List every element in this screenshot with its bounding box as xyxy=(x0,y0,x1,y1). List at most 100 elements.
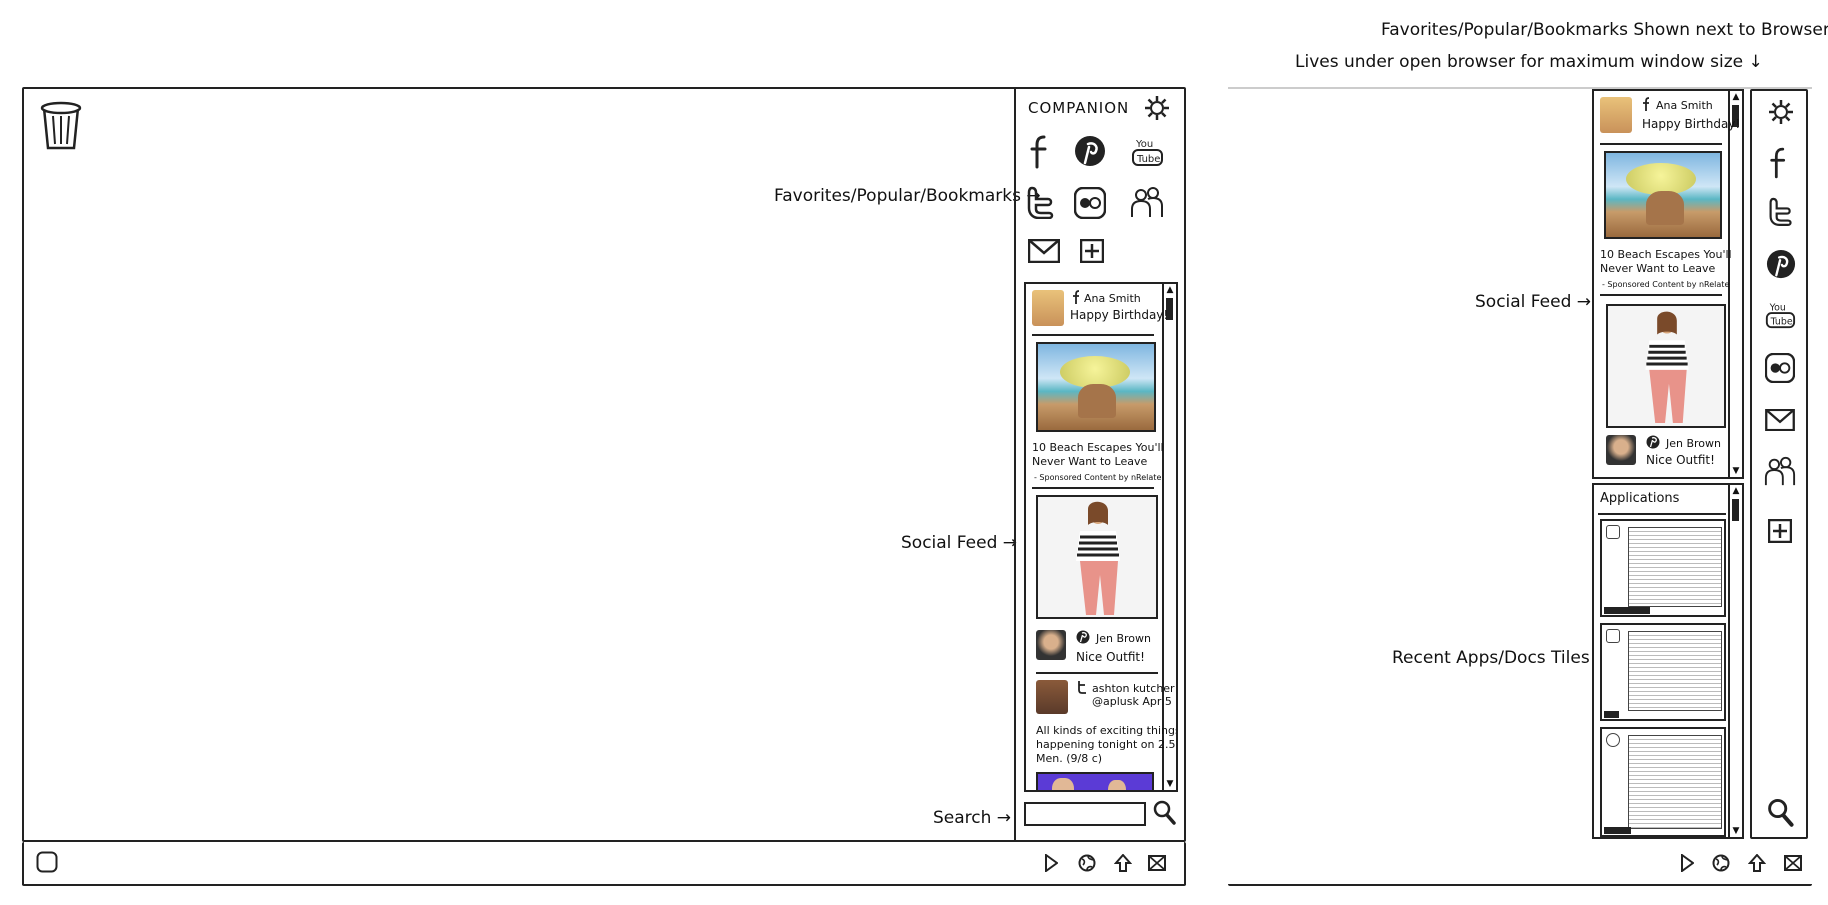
play-icon[interactable] xyxy=(1680,854,1694,872)
avatar xyxy=(1600,97,1632,133)
scroll-down-icon[interactable]: ▼ xyxy=(1166,779,1174,789)
divider xyxy=(1600,294,1722,296)
scroll-up-icon[interactable]: ▲ xyxy=(1166,285,1174,295)
scroll-down-icon[interactable]: ▼ xyxy=(1732,466,1740,476)
play-icon[interactable] xyxy=(1044,854,1058,872)
flickr-icon[interactable] xyxy=(1074,187,1106,219)
svg-text:You: You xyxy=(1135,139,1153,150)
scroll-thumb[interactable] xyxy=(1166,298,1173,320)
feed-scrollbar[interactable]: ▲ ▼ xyxy=(1162,284,1176,790)
companion-sidebar-2: ▲ ▼ Ana Smith Happy Birthday! 10 Beach E… xyxy=(1590,89,1746,839)
sponsored-photo[interactable] xyxy=(1604,151,1722,239)
apps-scrollbar[interactable]: ▲ ▼ xyxy=(1728,485,1742,837)
post-message: Happy Birthday! xyxy=(1070,308,1169,322)
svg-text:You: You xyxy=(1769,302,1786,313)
pinterest-icon xyxy=(1076,630,1090,644)
divider xyxy=(1600,143,1722,145)
pinterest-icon[interactable] xyxy=(1074,135,1106,167)
mail-icon[interactable] xyxy=(1148,855,1166,871)
people-icon[interactable] xyxy=(1764,455,1796,487)
post-text-line1: All kinds of exciting things xyxy=(1036,724,1178,737)
divider xyxy=(1032,334,1154,336)
sponsored-title-line2: Never Want to Leave xyxy=(1600,262,1716,275)
post-message: Nice Outfit! xyxy=(1646,453,1715,467)
desktop-window-2 xyxy=(1228,87,1812,89)
sponsored-title-line1: 10 Beach Escapes You'll xyxy=(1032,441,1164,454)
people-icon[interactable] xyxy=(1130,185,1164,219)
annotation-favorites: Favorites/Popular/Bookmarks → xyxy=(774,186,1041,206)
companion-title: COMPANION xyxy=(1028,99,1130,117)
post-message: Happy Birthday! xyxy=(1642,117,1741,131)
desktop-window xyxy=(22,87,1186,842)
start-button-icon[interactable] xyxy=(36,851,58,873)
search-input[interactable] xyxy=(1024,802,1146,826)
avatar xyxy=(1036,680,1068,714)
twitter-icon[interactable] xyxy=(1026,185,1056,219)
trash-icon[interactable] xyxy=(38,100,84,150)
avatar xyxy=(1036,630,1066,660)
applications-title: Applications xyxy=(1600,491,1680,506)
pinterest-icon[interactable] xyxy=(1766,249,1796,279)
globe-icon[interactable] xyxy=(1078,854,1096,872)
post-author: ashton kutcher xyxy=(1092,682,1175,695)
post-author: Ana Smith xyxy=(1084,292,1141,305)
app-tile[interactable] xyxy=(1600,519,1726,617)
annotation-search: Search → xyxy=(933,808,1012,828)
annotation-top-1: Favorites/Popular/Bookmarks Shown next t… xyxy=(1381,20,1828,40)
facebook-icon xyxy=(1072,290,1082,304)
taskbar-2 xyxy=(1228,842,1812,886)
sponsored-title-line1: 10 Beach Escapes You'll xyxy=(1600,248,1732,261)
post-author: Jen Brown xyxy=(1666,437,1722,450)
sponsored-by: - Sponsored Content by nRelate xyxy=(1034,473,1162,482)
mail-icon[interactable] xyxy=(1784,855,1802,871)
app-tile[interactable] xyxy=(1600,623,1726,721)
search-icon[interactable] xyxy=(1152,799,1176,825)
search-icon[interactable] xyxy=(1766,797,1794,827)
post-author: Jen Brown xyxy=(1096,632,1152,645)
scroll-thumb[interactable] xyxy=(1732,105,1739,127)
upload-icon[interactable] xyxy=(1748,854,1766,872)
sponsored-by: - Sponsored Content by nRelate xyxy=(1602,280,1730,289)
facebook-icon[interactable] xyxy=(1768,147,1792,179)
annotation-social-feed: Social Feed → xyxy=(901,533,1018,553)
mail-icon[interactable] xyxy=(1028,239,1060,263)
social-feed-2[interactable]: ▲ ▼ Ana Smith Happy Birthday! 10 Beach E… xyxy=(1592,89,1744,479)
scroll-up-icon[interactable]: ▲ xyxy=(1732,486,1740,496)
app-tile[interactable] xyxy=(1600,727,1726,837)
mail-icon[interactable] xyxy=(1765,409,1795,431)
video-thumbnail[interactable] xyxy=(1036,772,1154,790)
outfit-photo[interactable] xyxy=(1036,495,1158,619)
flickr-icon[interactable] xyxy=(1765,353,1795,383)
divider xyxy=(1036,672,1158,674)
outfit-photo[interactable] xyxy=(1606,304,1726,428)
facebook-icon[interactable] xyxy=(1028,135,1054,169)
feed-scrollbar[interactable]: ▲ ▼ xyxy=(1728,91,1742,477)
upload-icon[interactable] xyxy=(1114,854,1132,872)
annotation-top-2: Lives under open browser for maximum win… xyxy=(1295,52,1763,72)
gear-icon[interactable] xyxy=(1144,95,1170,121)
globe-icon[interactable] xyxy=(1712,854,1730,872)
add-icon[interactable] xyxy=(1080,239,1104,263)
divider xyxy=(1598,513,1726,515)
scroll-up-icon[interactable]: ▲ xyxy=(1732,92,1740,102)
annotation-recent-apps: Recent Apps/Docs Tiles → xyxy=(1392,648,1610,668)
sponsored-title-line2: Never Want to Leave xyxy=(1032,455,1148,468)
scroll-down-icon[interactable]: ▼ xyxy=(1732,826,1740,836)
scroll-thumb[interactable] xyxy=(1732,499,1739,521)
gear-icon[interactable] xyxy=(1768,99,1794,125)
post-handle: @aplusk Apr 5 xyxy=(1092,695,1172,708)
taskbar xyxy=(22,842,1186,886)
post-message: Nice Outfit! xyxy=(1076,650,1145,664)
avatar xyxy=(1606,435,1636,465)
applications-panel[interactable]: ▲ ▼ Applications xyxy=(1592,483,1744,839)
sponsored-photo[interactable] xyxy=(1036,342,1156,432)
add-icon[interactable] xyxy=(1768,519,1792,543)
twitter-icon xyxy=(1076,680,1088,694)
twitter-icon[interactable] xyxy=(1768,195,1794,227)
avatar xyxy=(1032,290,1064,326)
social-feed[interactable]: ▲ ▼ Ana Smith Happy Birthday! 10 Beach E… xyxy=(1024,282,1178,792)
divider xyxy=(1032,487,1154,489)
